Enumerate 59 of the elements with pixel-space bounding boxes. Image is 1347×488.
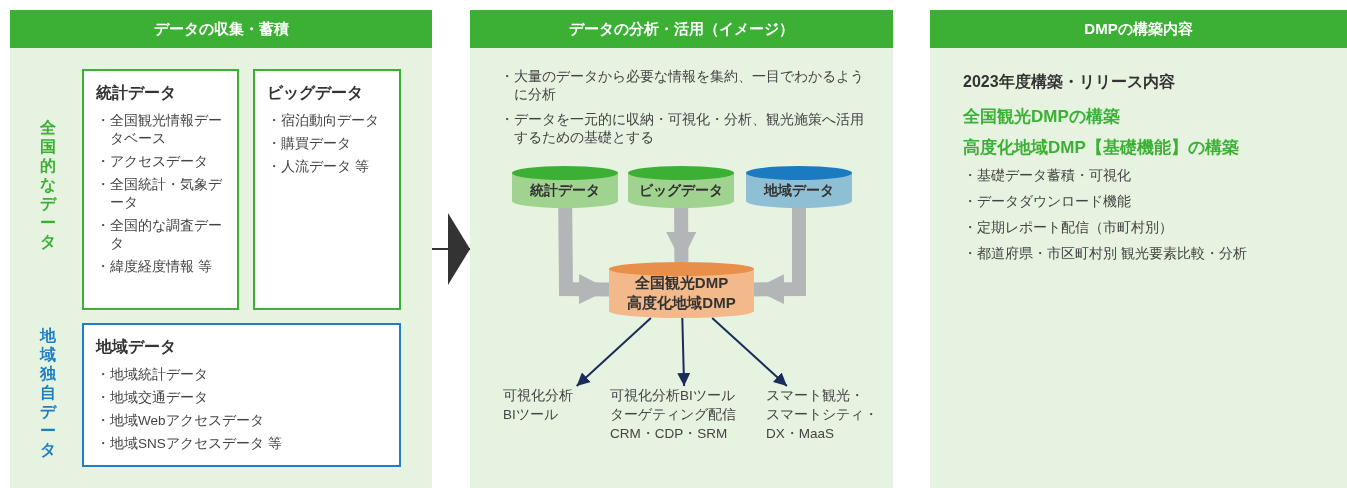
output-text: ターゲティング配信 (610, 406, 737, 424)
arrow (677, 317, 691, 387)
output-text: BIツール (503, 406, 559, 424)
bullet-item: ・宿泊動向データ (267, 112, 380, 130)
database-cylinder (609, 262, 754, 318)
output-text: スマートシティ・ (766, 406, 878, 424)
bullet-item: ・定期レポート配信（市町村別） (963, 219, 1174, 237)
cylinder-label: ビッグデータ (639, 180, 723, 200)
category-box (82, 323, 401, 467)
bullet-item: ・人流データ 等 (267, 158, 370, 176)
bullet-item: ・全国的な調査データ (96, 217, 223, 253)
bullet-item: ・データを一元的に収納・可視化・分析、観光施策へ活用するための基礎とする (500, 111, 865, 147)
bullet-item: ・地域統計データ (96, 366, 209, 384)
database-cylinder (746, 166, 852, 208)
database-cylinder (628, 166, 734, 208)
bullet-item: ・アクセスデータ (96, 153, 209, 171)
panel-header: データの収集・蓄積 (10, 10, 432, 48)
highlight-heading: 高度化地域DMP【基礎機能】の構築 (963, 137, 1240, 159)
bullet-item: ・緯度経度情報 等 (96, 258, 213, 276)
panel-card (470, 10, 893, 488)
bullet-item: ・データダウンロード機能 (963, 193, 1132, 211)
arrow (431, 213, 471, 285)
box-heading: 統計データ (96, 83, 177, 103)
cylinder-label: 全国観光DMP (634, 272, 729, 293)
arrow (711, 317, 788, 387)
highlight-heading: 全国観光DMPの構築 (963, 106, 1121, 128)
bullet-item: ・都道府県・市区町村別 観光要素比較・分析 (963, 245, 1248, 263)
cylinder-label: 高度化地域DMP (627, 292, 736, 313)
panel-header: DMPの構築内容 (930, 10, 1347, 48)
category-box (82, 69, 239, 310)
arrow (558, 207, 610, 305)
output-text: 可視化分析BIツール (610, 387, 736, 405)
output-text: DX・MaaS (766, 425, 836, 443)
bullet-item: ・大量のデータから必要な情報を集約、一目でわかるように分析 (500, 68, 865, 104)
subheading: 2023年度構築・リリース内容 (963, 72, 1176, 92)
bullet-item: ・地域Webアクセスデータ (96, 412, 265, 430)
output-text: CRM・CDP・SRM (610, 425, 729, 443)
output-text: 可視化分析 (503, 387, 574, 405)
cylinder-label: 統計データ (530, 180, 600, 200)
bullet-item: ・購買データ (267, 135, 352, 153)
bullet-item: ・地域交通データ (96, 389, 209, 407)
arrow (666, 207, 697, 263)
bullet-item: ・基礎データ蓄積・可視化 (963, 167, 1132, 185)
category-box (253, 69, 401, 310)
bullet-item: ・全国統計・気象データ (96, 176, 224, 212)
box-heading: 地域データ (96, 337, 177, 357)
side-label: 全国的なデータ (39, 118, 56, 251)
database-cylinder (512, 166, 618, 208)
arrow (575, 317, 652, 387)
cylinder-label: 地域データ (764, 180, 834, 200)
bullet-item: ・地域SNSアクセスデータ 等 (96, 435, 283, 453)
panel-header: データの分析・活用（イメージ） (470, 10, 893, 48)
output-text: スマート観光・ (766, 387, 865, 405)
panel-card (10, 10, 432, 488)
box-heading: ビッグデータ (267, 83, 364, 103)
bullet-item: ・全国観光情報データベース (96, 112, 223, 148)
panel-card (930, 10, 1347, 488)
side-label: 地域独自データ (39, 326, 56, 459)
arrow (753, 208, 806, 305)
